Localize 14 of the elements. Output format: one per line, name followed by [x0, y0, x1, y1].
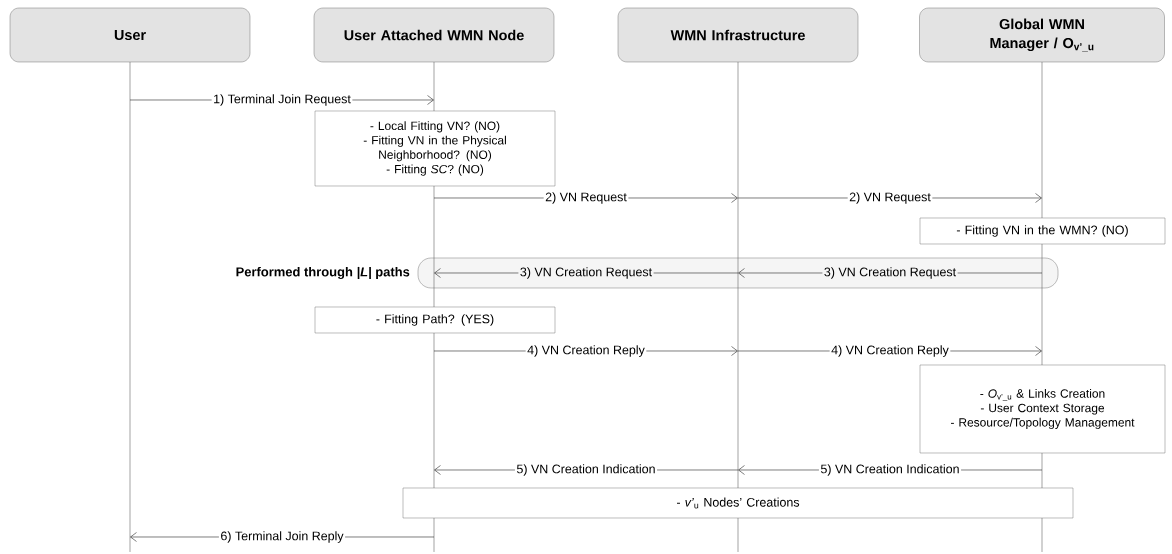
lifeline-header: User: [9, 7, 251, 63]
edge-label: 4) VN Creation Reply: [525, 343, 647, 359]
edge-label: 5) VN Creation Indication: [514, 462, 658, 478]
lifeline-header: WMN Infrastructure: [617, 7, 859, 63]
edge-label: 2) VN Request: [543, 190, 629, 206]
edge-label: 1) Terminal Join Request: [211, 92, 353, 108]
band-caption: Performed through |L| paths: [236, 266, 410, 280]
edge-label: 6) Terminal Join Reply: [218, 529, 346, 545]
edge-label: 5) VN Creation Indication: [818, 462, 962, 478]
note-box: - v’$_{u}$ Nodes’ Creations: [402, 487, 1074, 519]
lifeline-header: User Attached WMN Node: [313, 7, 555, 63]
lifeline-header: Global WMN Manager / O$_{v’_u}$: [919, 7, 1165, 63]
edge-label: 4) VN Creation Reply: [829, 343, 951, 359]
edge-label: 2) VN Request: [847, 190, 933, 206]
